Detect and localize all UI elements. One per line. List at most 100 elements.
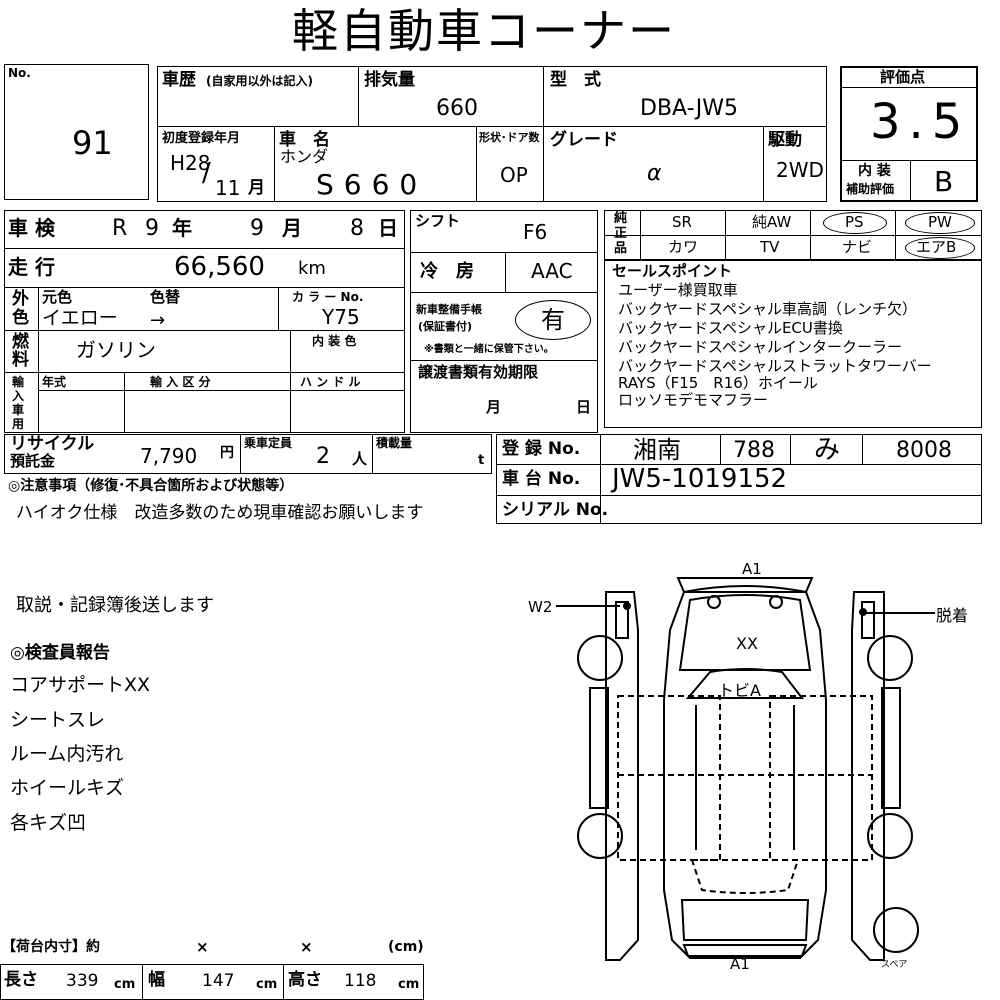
drive-label: 駆動: [768, 130, 802, 150]
cargo-height-label: 高さ: [288, 970, 322, 990]
diagram-topia: トビA: [718, 681, 761, 700]
cargo-width-label: 幅: [148, 970, 165, 990]
capacity-label: 乗車定員: [244, 436, 293, 450]
load-unit: t: [478, 453, 485, 468]
import-year-label: 年式: [42, 375, 67, 389]
registration-class: 788: [733, 438, 775, 463]
displacement-label: 排気量: [364, 70, 415, 90]
first-reg-label: 初度登録年月: [162, 131, 241, 146]
import-handle-label: ハ ン ド ル: [300, 375, 361, 389]
chassis-label: 車 台 No.: [502, 469, 581, 489]
mileage-unit: km: [298, 258, 326, 279]
equipment-label-2: 正: [614, 226, 628, 241]
warranty-note: ※書類と一緒に保管下さい。: [424, 344, 554, 355]
sales-point-2: バックヤードスペシャル車高調（レンチ欠）: [618, 300, 917, 318]
fuel-value: ガソリン: [76, 338, 156, 362]
car-name-label: 車 名: [279, 130, 330, 150]
transfer-day-unit: 日: [576, 398, 592, 416]
capacity-value: 2: [316, 444, 330, 469]
diagram-removed: 脱着: [936, 606, 969, 625]
color-label-2: 色: [12, 308, 29, 328]
equip-alloy-wheel: 純AW: [752, 213, 792, 231]
first-reg-slash: /: [202, 158, 211, 188]
cargo-x1: ×: [196, 938, 209, 956]
import-label-2: 入: [12, 389, 25, 403]
model-value: DBA-JW5: [640, 96, 739, 121]
inspector-item-5: 各キズ凹: [10, 812, 87, 834]
sales-points-label: セールスポイント: [612, 262, 733, 280]
inspection-year: 9: [145, 216, 159, 241]
cargo-width: 147: [202, 971, 235, 991]
equip-airbag: エアB: [916, 238, 957, 256]
equip-pw-oval: [905, 212, 975, 234]
fuel-label-1: 燃: [12, 332, 29, 352]
cargo-unit: (cm): [388, 939, 424, 955]
car-name: S660: [316, 168, 428, 201]
inspection-month-unit: 月: [282, 216, 302, 240]
registration-label: 登 録 No.: [502, 439, 581, 459]
equip-ps: PS: [845, 213, 864, 231]
equip-leather: カワ: [668, 238, 699, 256]
color-code-value: Y75: [322, 305, 360, 329]
cargo-length-label: 長さ: [4, 970, 38, 990]
lot-box: [4, 64, 149, 200]
recycle-value: 7,790: [140, 444, 198, 468]
docs-note: 取説・記録簿後送します: [16, 595, 214, 616]
import-class-label: 輸 入 区 分: [150, 375, 211, 389]
warranty-value: 有: [541, 306, 565, 334]
color-label-1: 外: [12, 289, 29, 309]
equipment-label-1: 純: [614, 211, 628, 226]
interior-value: B: [934, 165, 954, 198]
transfer-label: 譲渡書類有効期限: [418, 363, 539, 381]
cargo-label: 【荷台内寸】約: [2, 939, 100, 955]
sales-point-3: バックヤードスペシャルECU書換: [618, 319, 843, 337]
registration-number: 8008: [896, 438, 952, 463]
sales-point-1: ユーザー様買取車: [618, 281, 738, 299]
ac-label: 冷 房: [420, 261, 474, 282]
diagram-a1-top: A1: [742, 560, 762, 578]
ac-value: AAC: [531, 259, 573, 283]
recycle-unit: 円: [220, 445, 234, 461]
model-label: 型 式: [550, 70, 601, 90]
recycle-box: [4, 434, 492, 474]
lot-number: 91: [72, 124, 113, 162]
score-value: 3.5: [870, 94, 971, 150]
spec-box: [157, 66, 827, 202]
warranty-oval: [515, 300, 591, 340]
diagram-spare: スペア: [881, 960, 908, 970]
equip-sr: SR: [672, 213, 692, 231]
car-damage-diagram: [556, 577, 935, 961]
inspection-day-unit: 日: [378, 216, 398, 240]
grade-label: グレード: [550, 130, 618, 150]
import-label-3: 車: [12, 403, 25, 417]
equip-tv: TV: [760, 238, 780, 256]
shift-label: シフト: [415, 212, 461, 230]
inspection-month: 9: [250, 216, 264, 241]
color-code-label: カ ラ ー No.: [292, 290, 364, 304]
inspection-year-unit: 年: [172, 216, 192, 240]
score-label: 評価点: [880, 68, 926, 86]
load-label: 積載量: [376, 436, 413, 450]
body-label: 形状･ドア数: [479, 131, 540, 144]
inspector-item-3: ルーム内汚れ: [10, 743, 124, 765]
drive-value: 2WD: [776, 158, 824, 182]
equip-airbag-oval: [905, 237, 975, 259]
transfer-month-unit: 月: [486, 398, 502, 416]
inspection-day: 8: [350, 216, 364, 241]
cargo-length: 339: [66, 971, 99, 991]
shift-box: [410, 210, 598, 433]
serial-label: シリアル No.: [502, 500, 609, 520]
interior-label-2: 補助評価: [846, 182, 895, 196]
equipment-label-3: 品: [614, 241, 628, 256]
lot-no-label: No.: [8, 66, 31, 80]
first-reg-era-year: H28: [170, 151, 211, 175]
mileage-label: 走 行: [8, 255, 55, 279]
diagram-xx: XX: [736, 634, 758, 653]
history-label: 車歴: [162, 70, 196, 90]
inspection-era: R: [112, 216, 128, 241]
diagram-w2: W2: [528, 598, 553, 616]
car-maker: ホンダ: [280, 147, 329, 166]
page-title: 軽自動車コーナー: [292, 4, 676, 58]
chassis-value: JW5-1019152: [612, 464, 788, 494]
import-label-4: 用: [12, 417, 25, 431]
